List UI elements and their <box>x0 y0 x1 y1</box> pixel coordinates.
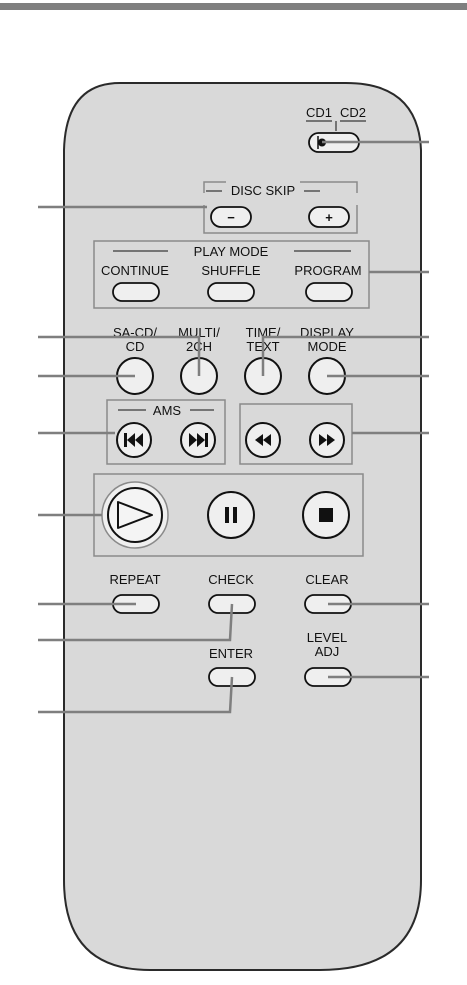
disc-skip-group: DISC SKIP <box>203 181 358 234</box>
ams-previous-button[interactable] <box>116 422 152 458</box>
sacd-label-line2: CD <box>126 339 145 354</box>
callout-enter <box>38 676 234 714</box>
program-label: PROGRAM <box>294 263 361 278</box>
disc-skip-plus-button[interactable]: + <box>308 206 350 228</box>
level-adj-label-line2: ADJ <box>315 644 340 659</box>
stop-icon <box>319 508 333 522</box>
play-icon <box>117 501 153 529</box>
clear-label: CLEAR <box>305 572 348 587</box>
next-track-icon <box>189 433 208 447</box>
level-adj-label-line1: LEVEL <box>307 630 347 645</box>
play-mode-group: PLAY MODE <box>93 240 370 309</box>
ams-title: AMS <box>153 403 182 418</box>
svg-text:−: − <box>227 210 235 225</box>
ams-next-button[interactable] <box>180 422 216 458</box>
display-label-line2: MODE <box>308 339 347 354</box>
fast-forward-icon <box>319 434 335 446</box>
pause-button[interactable] <box>207 491 255 539</box>
disc-skip-minus-button[interactable]: − <box>210 206 252 228</box>
play-button[interactable] <box>101 481 169 549</box>
callout-multi-2ch <box>38 335 201 376</box>
rewind-icon <box>255 434 271 446</box>
continue-button[interactable] <box>112 282 160 302</box>
rewind-button[interactable] <box>245 422 281 458</box>
svg-text:+: + <box>325 210 333 225</box>
callout-check <box>38 603 234 642</box>
callout-lines <box>38 140 429 714</box>
disc-skip-title: DISC SKIP <box>231 183 295 198</box>
callout-time-text <box>261 335 429 376</box>
pause-icon <box>225 507 237 523</box>
top-rule <box>0 3 467 10</box>
fast-forward-button[interactable] <box>309 422 345 458</box>
continue-label: CONTINUE <box>101 263 169 278</box>
cd2-label: CD2 <box>340 105 366 120</box>
stop-button[interactable] <box>302 491 350 539</box>
ams-group: AMS <box>106 399 226 465</box>
cd1-label: CD1 <box>306 105 332 120</box>
previous-track-icon <box>124 433 143 447</box>
shuffle-button[interactable] <box>207 282 255 302</box>
enter-label: ENTER <box>209 646 253 661</box>
repeat-label: REPEAT <box>109 572 160 587</box>
check-label: CHECK <box>208 572 254 587</box>
play-mode-title: PLAY MODE <box>194 244 269 259</box>
shuffle-label: SHUFFLE <box>201 263 261 278</box>
program-button[interactable] <box>305 282 353 302</box>
